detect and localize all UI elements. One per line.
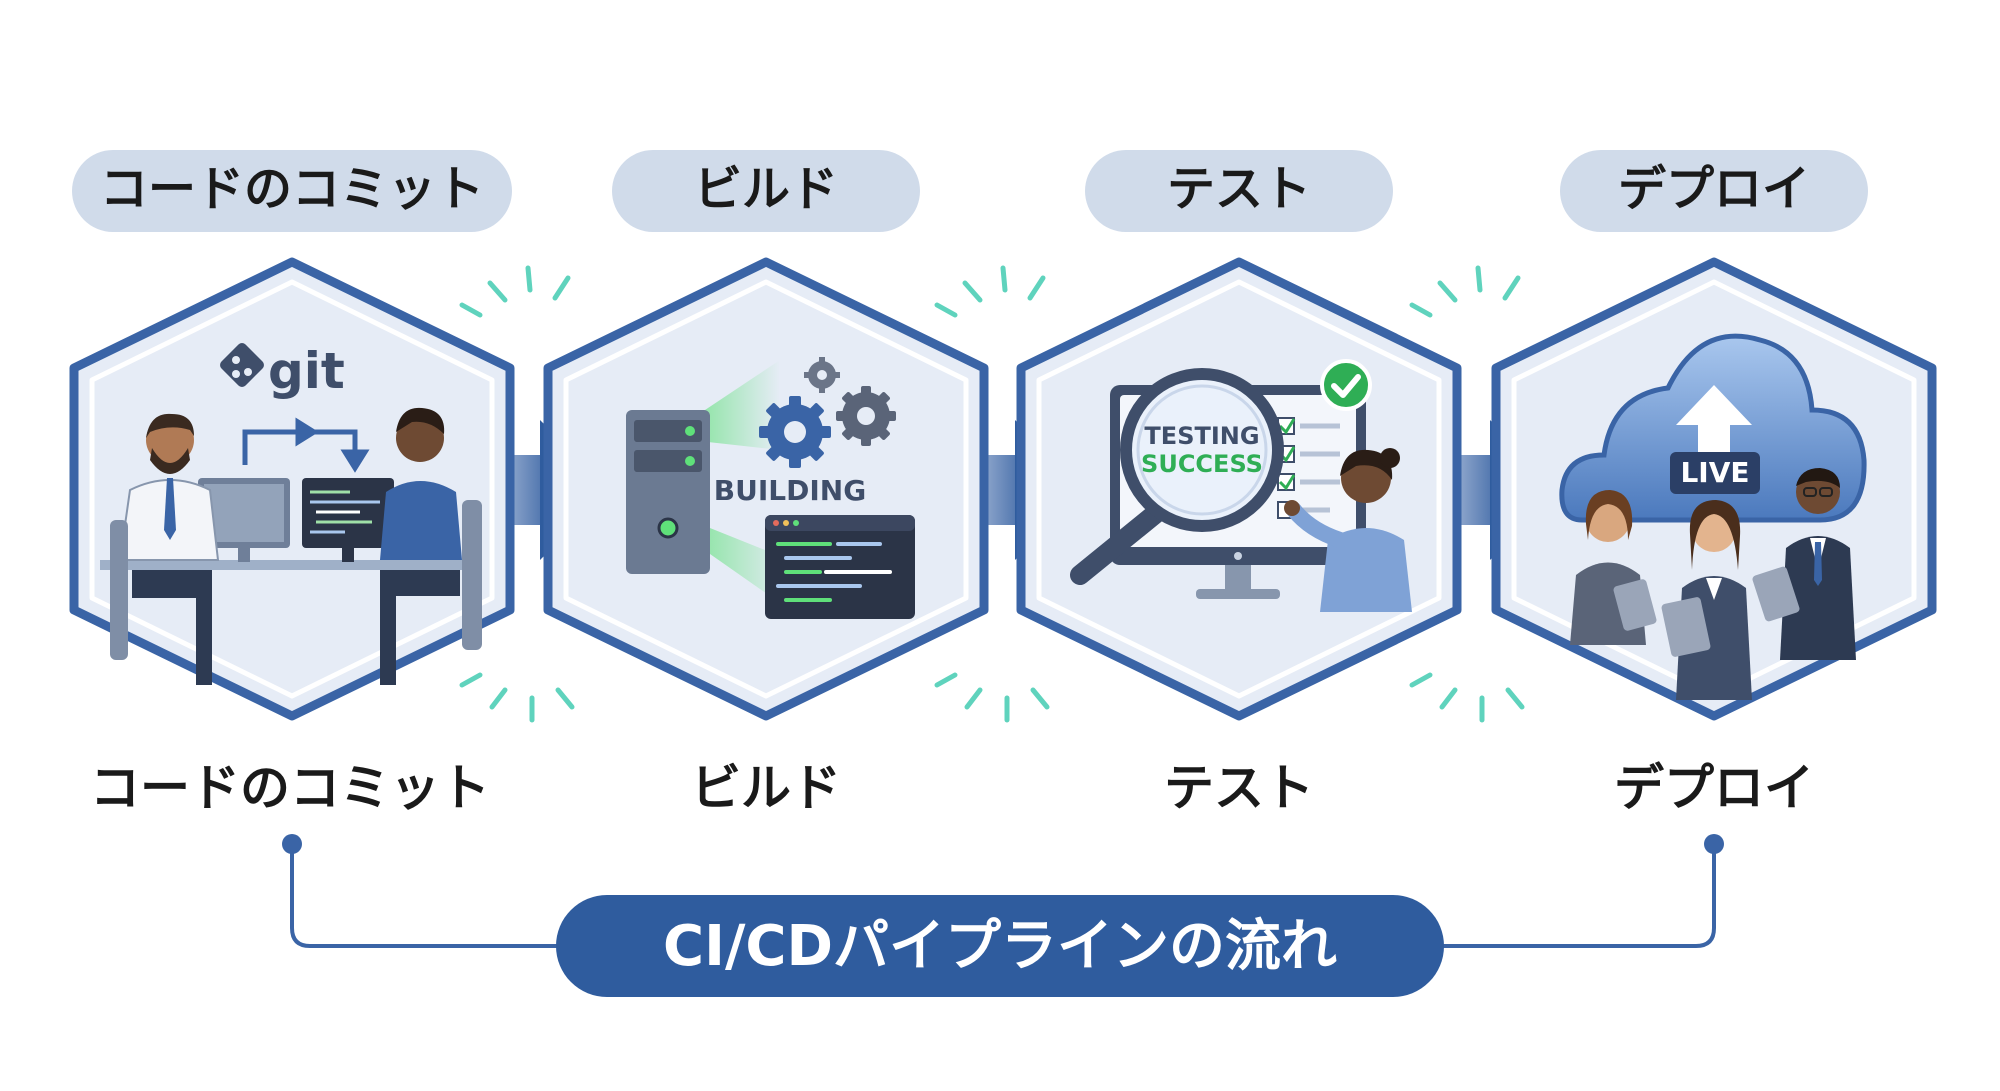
pipeline-connector [282,834,1724,948]
developer-person-left [110,413,220,685]
live-badge: LIVE [1680,456,1749,489]
stage-pill-label: ビルド [694,161,838,217]
stage-pill-commit: コードのコミット [72,150,512,232]
spark-mark [1409,672,1525,723]
stage-hexagon-deploy: LIVE [1491,257,1937,721]
stage-caption-commit: コードのコミット [90,759,490,817]
spark-marks [459,265,1525,723]
team-person-center [1661,500,1752,700]
stage-hexagon-commit: git [69,257,515,721]
stage-pill-label: コードのコミット [100,161,484,217]
cloud-upload-icon: LIVE [1559,333,1867,523]
monitor [198,478,290,562]
code-monitor [302,478,394,562]
stage-pill-test: テスト [1085,150,1393,232]
building-status-label: BUILDING [714,474,866,507]
lens-text-testing: TESTING [1144,422,1259,450]
success-check-icon [1320,359,1372,411]
pipeline-title-banner: CI/CDパイプラインの流れ [556,895,1444,997]
stage-pill-label: テスト [1167,161,1311,217]
spark-mark [934,265,1046,318]
spark-mark [459,265,571,318]
tester-person [1284,448,1412,612]
spark-mark [459,672,575,723]
desk [100,560,480,570]
developer-person-right [380,407,482,685]
lens-text-success: SUCCESS [1141,450,1263,478]
stage-caption-build: ビルド [691,759,841,817]
stage-pill-label: デプロイ [1618,161,1810,217]
git-logo-text: git [268,342,345,400]
stage-caption-deploy: デプロイ [1614,759,1814,817]
team-person-left [1570,490,1657,645]
stage-hexagon-test: TESTING SUCCESS [1016,257,1462,721]
spark-mark [1409,265,1521,318]
stage-hexagon-build: BUILDING [543,257,989,721]
server-icon [626,410,710,574]
stage-caption-test: テスト [1164,759,1314,817]
swap-arrows-icon [242,417,370,473]
stage-pill-build: ビルド [612,150,920,232]
code-window [765,515,915,619]
stage-pill-deploy: デプロイ [1560,150,1868,232]
magnifier-icon: TESTING SUCCESS [1070,368,1284,585]
pipeline-title: CI/CDパイプラインの流れ [663,914,1337,979]
spark-mark [934,672,1050,723]
git-logo-icon: git [220,342,345,400]
gears-icon [759,357,896,468]
team-person-right [1752,468,1856,660]
